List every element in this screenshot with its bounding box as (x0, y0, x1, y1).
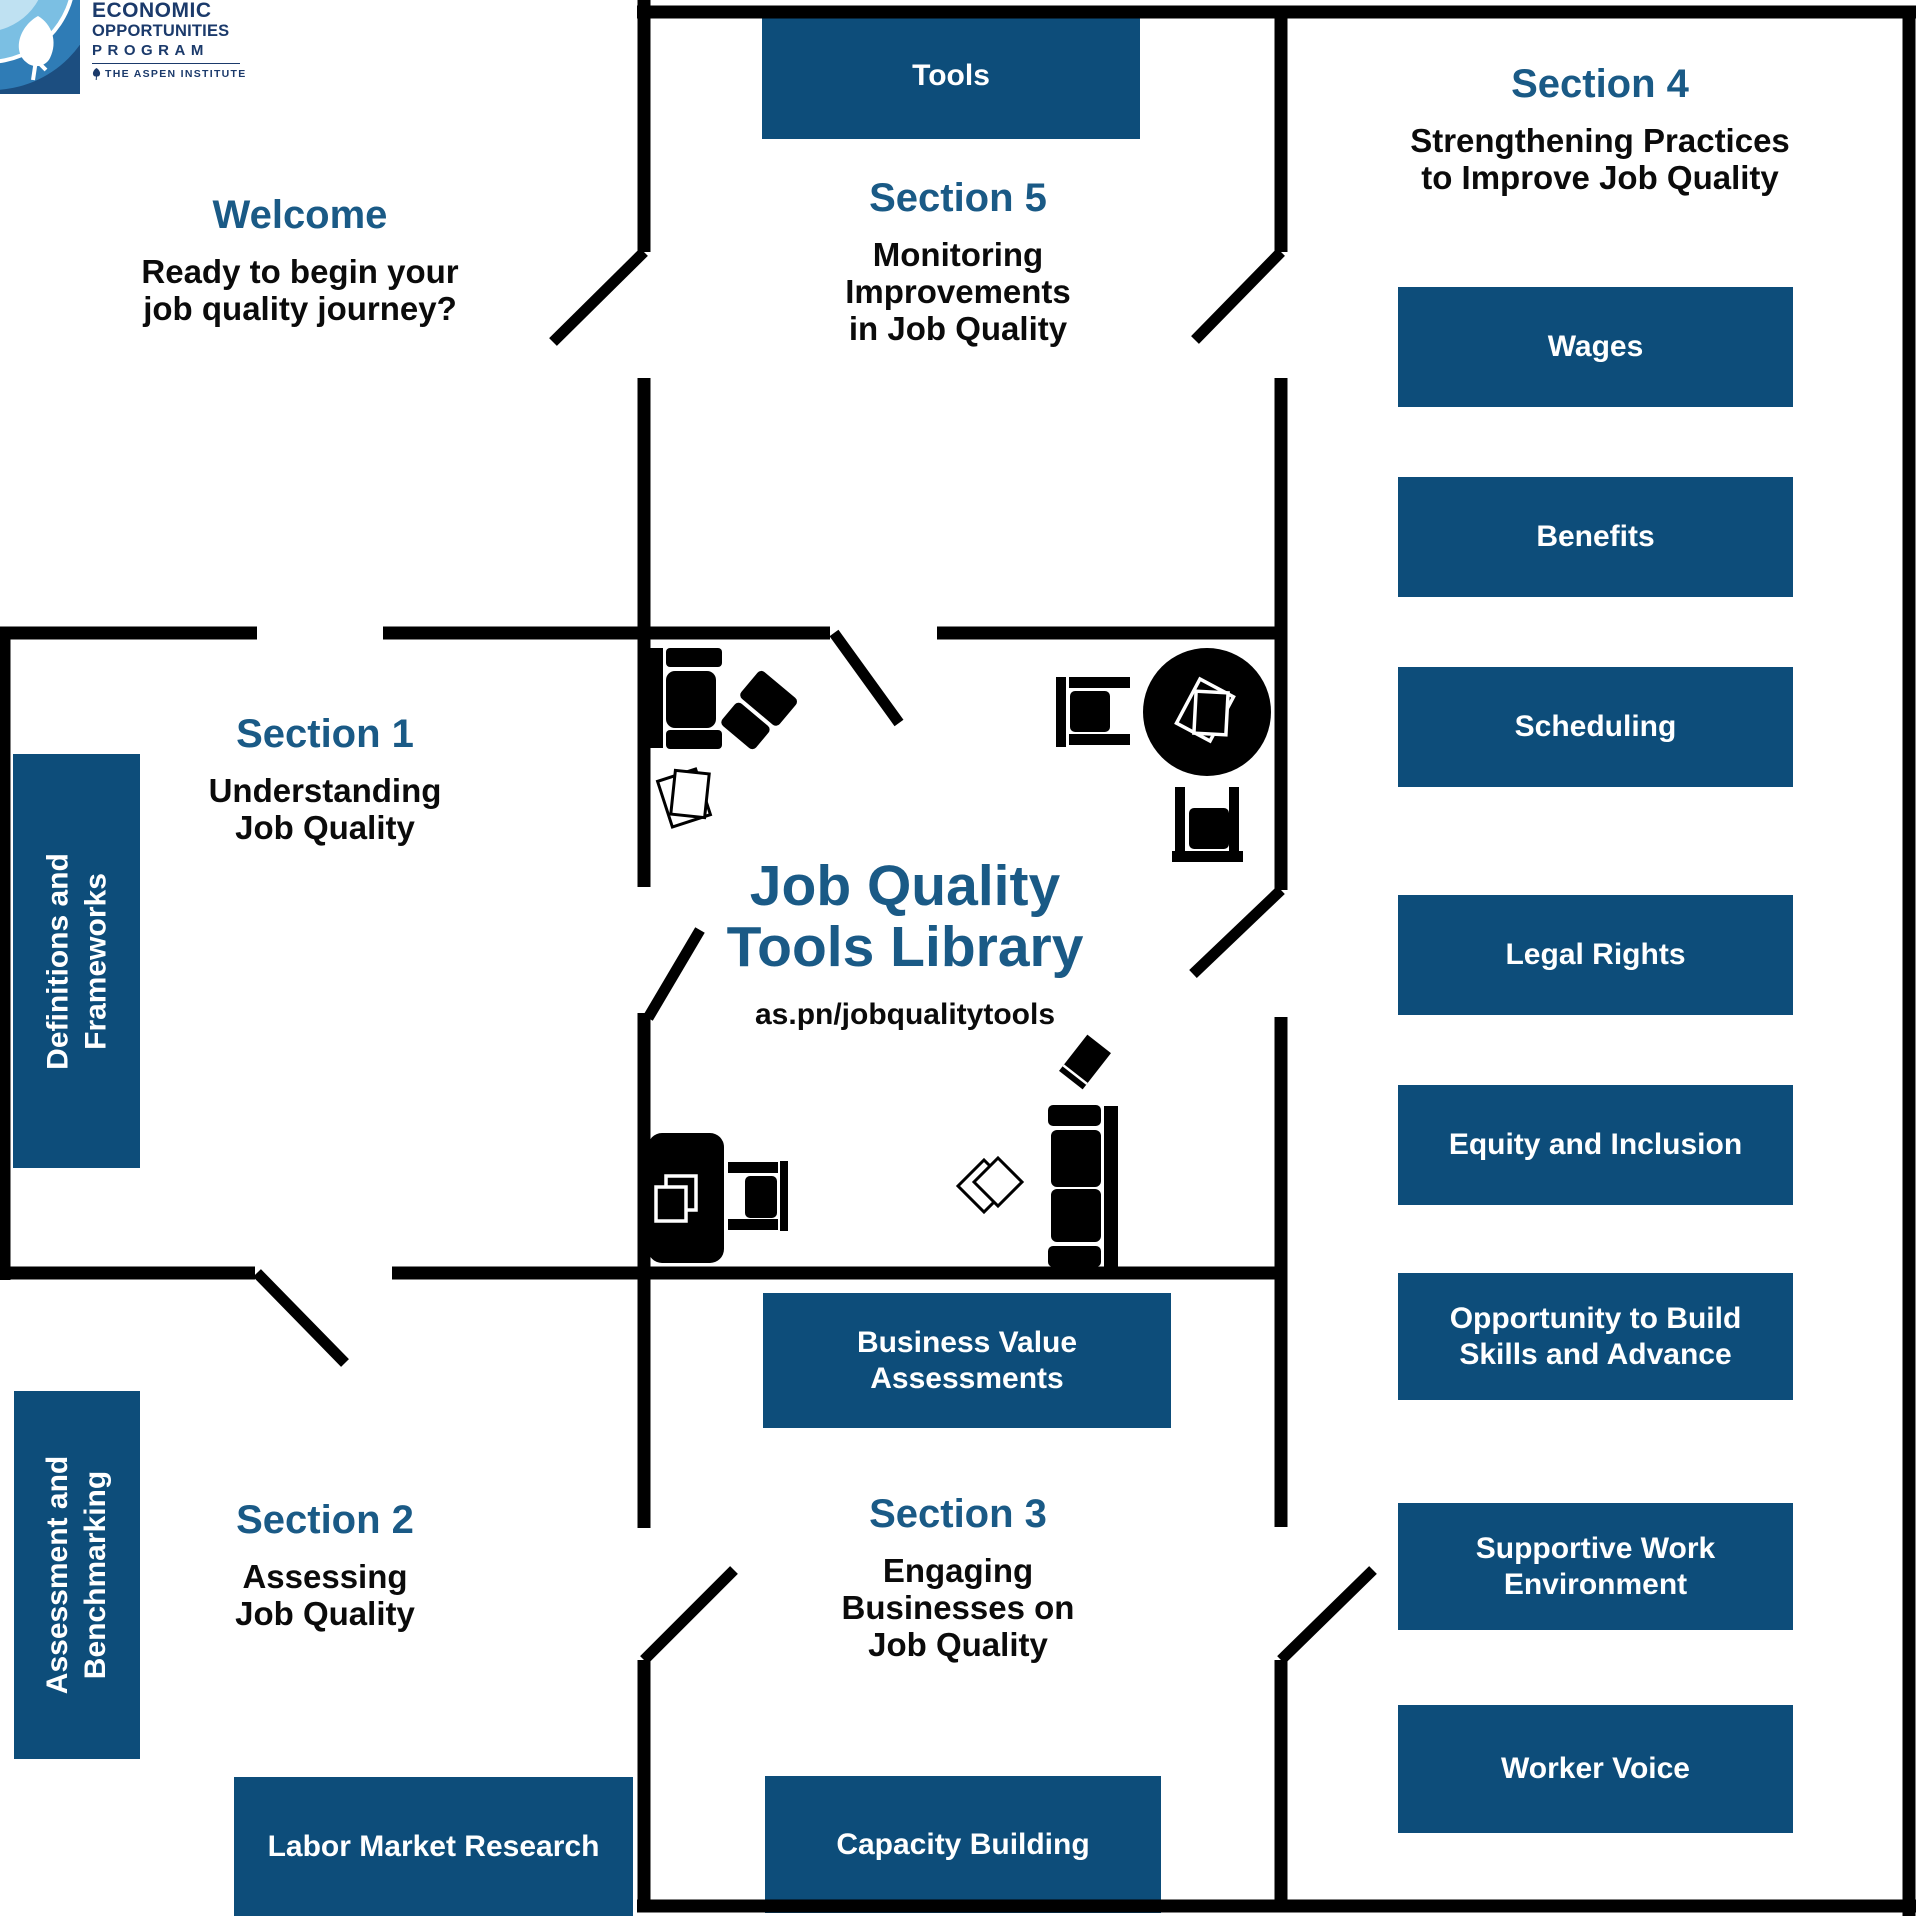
door-library-right (1189, 886, 1285, 978)
door-welcome (549, 248, 648, 346)
book-icon (1059, 1034, 1111, 1090)
logo-line-opportunities: OPPORTUNITIES (92, 22, 230, 40)
opportunity-button[interactable]: Opportunity to Build Skills and Advance (1398, 1273, 1793, 1400)
wages-button[interactable]: Wages (1398, 287, 1793, 407)
section4-block: Section 4 Strengthening Practices to Imp… (1360, 62, 1840, 196)
tools-button[interactable]: Tools (762, 12, 1140, 139)
section1-block: Section 1 Understanding Job Quality (145, 712, 505, 846)
lounge-chair-icon (721, 670, 797, 750)
labor-market-button[interactable]: Labor Market Research (234, 1777, 633, 1916)
logo-rule (92, 63, 240, 64)
papers-icon (655, 767, 713, 829)
chair-icon-2 (1172, 787, 1243, 862)
section3-block: Section 3 Engaging Businesses on Job Qua… (788, 1492, 1128, 1663)
door-section3-right (1277, 1566, 1377, 1664)
library-title-line2: Tools Library (726, 915, 1084, 979)
section3-title: Section 3 (869, 1492, 1047, 1536)
sidebar-assessment-box[interactable] (14, 1391, 140, 1759)
logo-line-aspen: THE ASPEN INSTITUTE (92, 68, 252, 80)
sidebar-assessment-label: Assessment and Benchmarking (41, 1455, 112, 1695)
section2-block: Section 2 Assessing Job Quality (145, 1498, 505, 1632)
door-section3-left (640, 1566, 738, 1664)
library-title-line1: Job Quality (749, 854, 1061, 918)
equity-inclusion-button[interactable]: Equity and Inclusion (1398, 1085, 1793, 1205)
benefits-button[interactable]: Benefits (1398, 477, 1793, 597)
worker-voice-button[interactable]: Worker Voice (1398, 1705, 1793, 1833)
eop-logo-text: ECONOMIC OPPORTUNITIES PROGRAM THE ASPEN… (92, 0, 252, 80)
logo-line-program: PROGRAM (92, 42, 209, 59)
scheduling-button[interactable]: Scheduling (1398, 667, 1793, 787)
supportive-work-button[interactable]: Supportive Work Environment (1398, 1503, 1793, 1630)
section4-title: Section 4 (1511, 62, 1689, 106)
section5-title: Section 5 (869, 176, 1047, 220)
sidebar-definitions-label: Definitions and Frameworks (41, 853, 112, 1070)
capacity-building-button[interactable]: Capacity Building (765, 1776, 1161, 1913)
door-library-top (829, 629, 904, 727)
eop-logo: ECONOMIC OPPORTUNITIES PROGRAM THE ASPEN… (0, 0, 260, 99)
papers-icon-2 (955, 1155, 1025, 1215)
small-leaf-icon (92, 68, 101, 80)
welcome-block: Welcome Ready to begin your job quality … (110, 193, 490, 327)
chair-icon (1056, 677, 1130, 747)
aspen-leaf-icon (18, 16, 54, 67)
chair-icon-3 (728, 1161, 788, 1231)
armchair-icon (648, 648, 722, 749)
legal-rights-button[interactable]: Legal Rights (1398, 895, 1793, 1015)
eop-logo-icon (0, 0, 80, 94)
desk-icon (648, 1133, 724, 1263)
business-value-button[interactable]: Business Value Assessments (763, 1293, 1171, 1428)
couch-icon (1048, 1105, 1118, 1267)
sidebar-definitions-box[interactable] (13, 754, 140, 1168)
round-table-icon (1143, 648, 1271, 776)
door-section2 (253, 1269, 349, 1367)
welcome-title: Welcome (212, 193, 388, 237)
logo-line-economic: ECONOMIC (92, 0, 212, 22)
library-url[interactable]: as.pn/jobqualitytools (754, 998, 1055, 1031)
door-section4-top (1191, 248, 1285, 344)
section1-title: Section 1 (236, 712, 414, 756)
section2-title: Section 2 (236, 1498, 414, 1542)
library-title-block: Job Quality Tools Library as.pn/jobquali… (630, 856, 1180, 1032)
section5-block: Section 5 Monitoring Improvements in Job… (788, 176, 1128, 347)
